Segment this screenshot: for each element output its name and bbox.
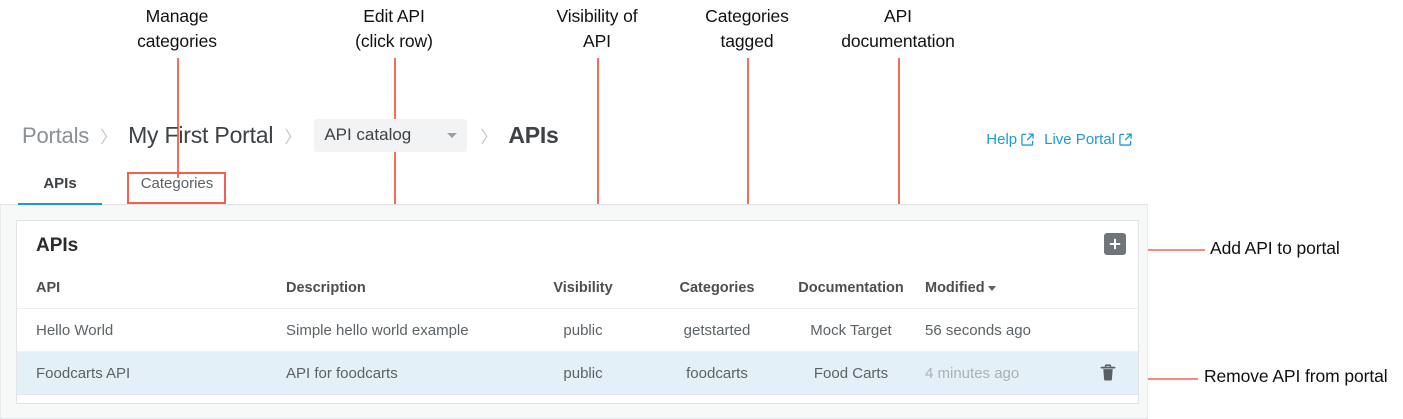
annotation-side-label-0: Add API to portal (1210, 238, 1340, 258)
annotation-label-0: Manage categories (137, 6, 217, 51)
portal-admin-app: Portals 〉 My First Portal 〉 API catalog … (0, 112, 1148, 419)
column-header-api[interactable]: API (36, 280, 61, 296)
table-row[interactable]: Foodcarts API API for foodcarts public f… (17, 352, 1138, 395)
plus-icon (1109, 238, 1121, 250)
page-title: APIs (36, 235, 79, 256)
live-portal-link[interactable]: Live Portal (1044, 131, 1132, 148)
apis-card: APIs API Description Visibility Categori… (16, 220, 1139, 404)
column-header-modified[interactable]: Modified (918, 280, 1138, 296)
annotation-leader-line-2 (597, 58, 599, 282)
table-header-row: API Description Visibility Categories Do… (17, 268, 1138, 309)
cell-categories: foodcarts (686, 364, 748, 382)
cell-api: Hello World (36, 321, 114, 339)
help-link-label: Help (986, 131, 1018, 148)
cell-description: API for foodcarts (286, 364, 398, 382)
cell-modified: 56 seconds ago (925, 321, 1031, 339)
breadcrumb-bar: Portals 〉 My First Portal 〉 API catalog … (0, 112, 1148, 164)
column-header-documentation[interactable]: Documentation (798, 280, 904, 296)
remove-api-button[interactable] (1100, 364, 1116, 382)
apis-table: API Description Visibility Categories Do… (17, 268, 1138, 395)
annotation-label-4: API documentation (841, 6, 955, 51)
external-link-icon (1119, 133, 1132, 146)
annotation-leader-line-3 (747, 58, 749, 282)
cell-modified: 4 minutes ago (925, 364, 1020, 382)
help-link[interactable]: Help (986, 131, 1034, 148)
annotation-label-3: Categories tagged (705, 6, 789, 51)
sort-descending-icon (987, 285, 996, 291)
breadcrumb-separator-1: 〉 (100, 128, 118, 147)
column-header-description[interactable]: Description (286, 280, 366, 296)
cell-visibility: public (563, 321, 603, 339)
top-right-links: Help Live Portal (986, 131, 1132, 148)
annotation-callout-line-0 (1119, 249, 1205, 251)
breadcrumb-separator-2: 〉 (284, 128, 302, 147)
cell-visibility: public (563, 364, 603, 382)
column-header-modified-label: Modified (925, 280, 985, 296)
annotation-side-label-1: Remove API from portal (1204, 366, 1388, 386)
content-surface: APIs API Description Visibility Categori… (0, 205, 1148, 419)
breadcrumb-my-first-portal[interactable]: My First Portal (128, 122, 274, 148)
cell-categories: getstarted (683, 321, 751, 339)
external-link-icon (1021, 133, 1034, 146)
cell-documentation: Mock Target (810, 321, 892, 339)
api-catalog-select[interactable]: API catalog (314, 119, 468, 152)
cell-description: Simple hello world example (286, 321, 469, 339)
breadcrumb: Portals 〉 My First Portal 〉 API catalog … (22, 119, 559, 152)
annotation-leader-line-0 (177, 58, 179, 178)
column-header-visibility[interactable]: Visibility (553, 280, 613, 296)
add-api-button[interactable] (1104, 233, 1126, 255)
table-row[interactable]: Hello World Simple hello world example p… (17, 309, 1138, 352)
cell-api: Foodcarts API (36, 364, 131, 382)
breadcrumb-portals[interactable]: Portals (22, 122, 90, 148)
chevron-down-icon (447, 132, 458, 138)
annotation-leader-line-4 (898, 58, 900, 282)
tab-categories[interactable]: Categories (140, 175, 214, 192)
tab-apis[interactable]: APIs (18, 164, 102, 206)
column-header-categories[interactable]: Categories (679, 280, 755, 296)
cell-documentation: Food Carts (813, 364, 889, 382)
annotation-callout-line-1 (1112, 378, 1198, 380)
breadcrumb-separator-3: 〉 (480, 128, 498, 147)
annotation-label-1: Edit API (click row) (355, 6, 433, 51)
annotation-label-2: Visibility of API (556, 6, 638, 51)
live-portal-link-label: Live Portal (1044, 131, 1115, 148)
api-catalog-select-value: API catalog (324, 125, 412, 144)
tab-bar: APIs Categories (0, 164, 1148, 206)
breadcrumb-apis: APIs (508, 122, 559, 148)
